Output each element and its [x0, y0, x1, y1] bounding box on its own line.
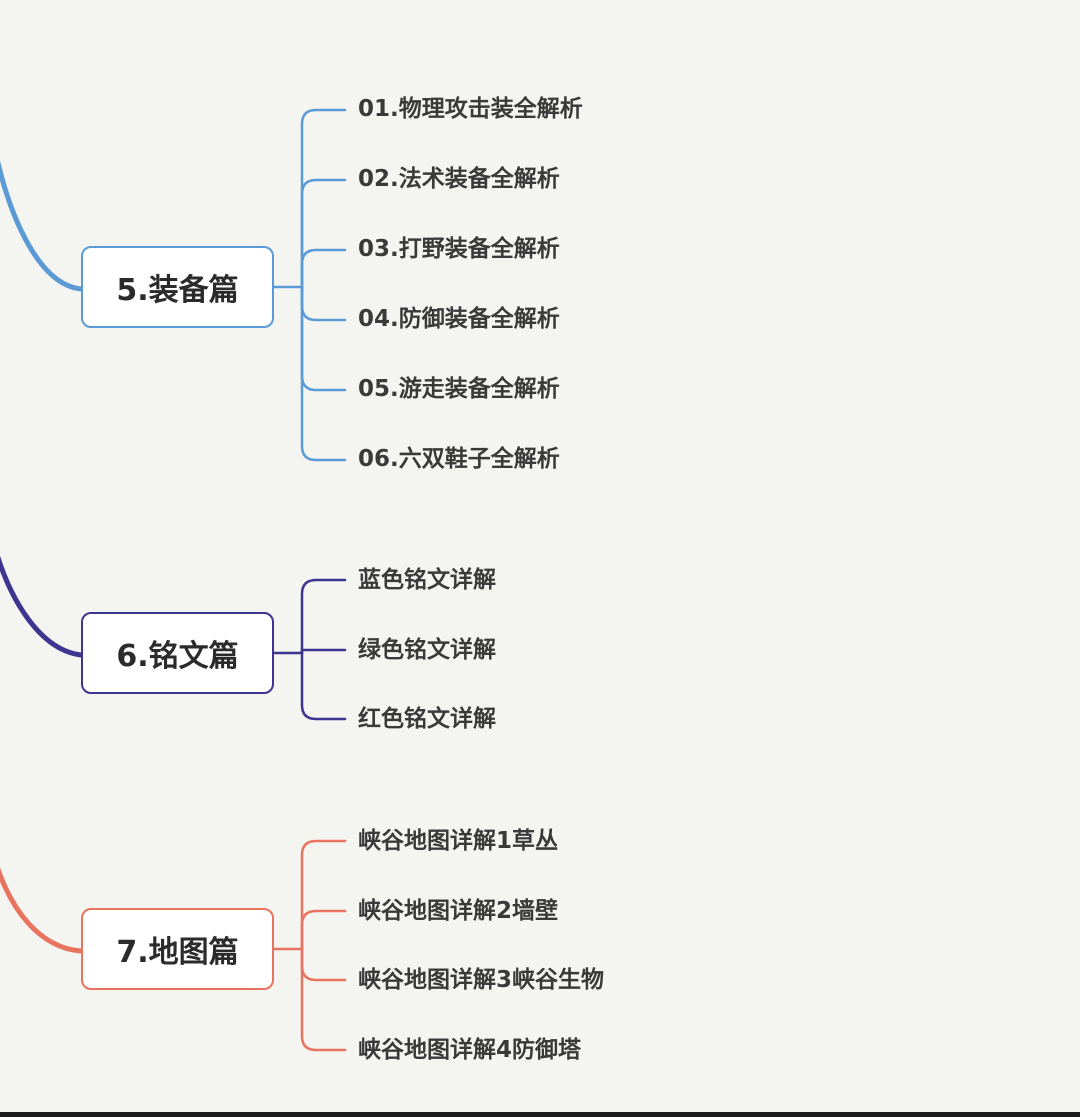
connector-leaf-equipment-4 [300, 285, 347, 392]
subtopic-magic-gear[interactable]: 02.法术装备全解析 [358, 166, 560, 192]
connector-leaf-equipment-1 [300, 178, 347, 289]
connector-leaf-map-1 [300, 909, 347, 951]
connector-root-map [0, 867, 84, 954]
connector-root-equipment [0, 160, 84, 292]
connector-leaf-equipment-3 [300, 285, 347, 322]
connector-leaf-inscription-0 [300, 578, 347, 655]
subtopic-physical-attack-gear[interactable]: 01.物理攻击装全解析 [358, 96, 583, 122]
subtopic-map-towers[interactable]: 峡谷地图详解4防御塔 [358, 1037, 582, 1063]
subtopic-map-bushes[interactable]: 峡谷地图详解1草丛 [358, 828, 559, 854]
subtopic-defense-gear[interactable]: 04.防御装备全解析 [358, 306, 560, 332]
subtopic-green-inscription[interactable]: 绿色铭文详解 [358, 637, 496, 663]
topic-node-equipment[interactable]: 5.装备篇 [81, 246, 274, 328]
bottom-edge-bar [0, 1112, 1080, 1117]
subtopic-roaming-gear[interactable]: 05.游走装备全解析 [358, 376, 560, 402]
topic-node-inscription[interactable]: 6.铭文篇 [81, 612, 274, 694]
connector-leaf-map-3 [300, 947, 347, 1052]
subtopic-map-walls[interactable]: 峡谷地图详解2墙壁 [358, 898, 559, 924]
subtopic-red-inscription[interactable]: 红色铭文详解 [358, 706, 496, 732]
subtopic-boots[interactable]: 06.六双鞋子全解析 [358, 446, 560, 472]
subtopic-blue-inscription[interactable]: 蓝色铭文详解 [358, 567, 496, 593]
connector-leaf-map-0 [300, 839, 347, 951]
connector-leaf-map-2 [300, 947, 347, 982]
connector-leaf-inscription-2 [300, 651, 347, 721]
subtopic-map-creatures[interactable]: 峡谷地图详解3峡谷生物 [358, 967, 605, 993]
connector-leaf-inscription-1 [300, 648, 347, 655]
topic-node-map[interactable]: 7.地图篇 [81, 908, 274, 990]
connector-leaf-equipment-2 [300, 248, 347, 289]
connector-leaf-equipment-5 [300, 285, 347, 462]
subtopic-jungle-gear[interactable]: 03.打野装备全解析 [358, 236, 560, 262]
connector-root-inscription [0, 555, 84, 658]
connector-leaf-equipment-0 [300, 108, 347, 289]
